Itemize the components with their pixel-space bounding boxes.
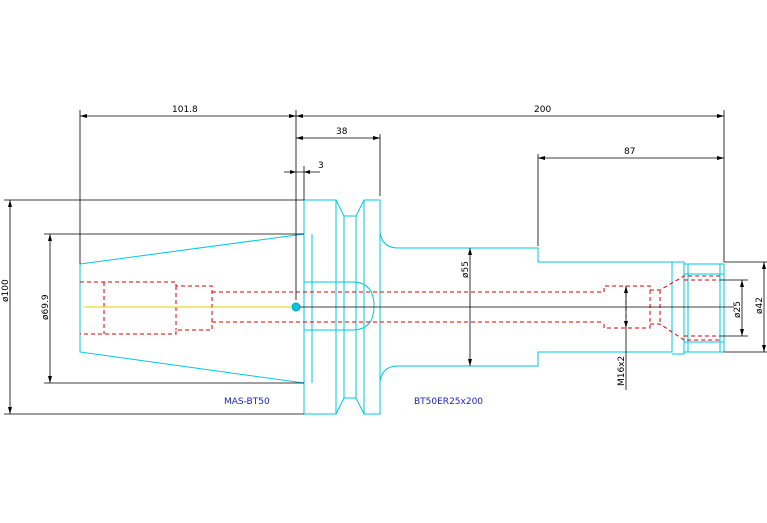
dim-101-8: 101.8 [172,105,198,115]
dim-phi55: ø55 [461,261,471,278]
dim-87: 87 [624,147,635,157]
label-bt50er25x200: BT50ER25x200 [414,397,483,407]
dim-phi69-9: ø69.9 [41,294,51,320]
dim-200: 200 [534,105,551,115]
dim-phi25: ø25 [733,301,743,318]
label-mas-bt50: MAS-BT50 [224,397,270,407]
dim-38: 38 [336,127,348,137]
dimension-lines [4,110,767,415]
dim-3: 3 [318,161,324,171]
dim-phi100: ø100 [1,279,11,302]
dim-m16x2: M16x2 [617,356,627,386]
dim-phi42: ø42 [755,297,765,314]
hidden-lines [80,275,720,341]
